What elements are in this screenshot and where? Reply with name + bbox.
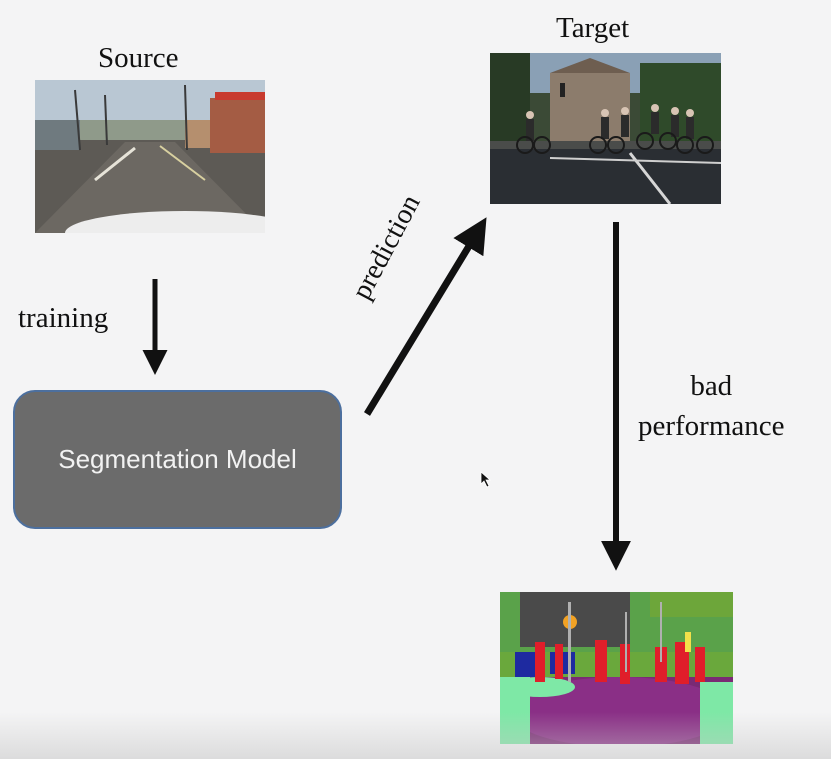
street-cyclists-photo-icon [490, 53, 721, 204]
segmentation-model-label: Segmentation Model [58, 444, 297, 474]
target-title: Target [556, 12, 630, 44]
source-title: Source [98, 42, 179, 74]
bad-performance-label: bad performance [638, 366, 785, 446]
training-label: training [18, 302, 109, 334]
road-photo-icon [35, 80, 265, 233]
target-street-image [490, 53, 721, 204]
segmentation-model-box: Segmentation Model [13, 390, 342, 529]
bad-label-line2: performance [638, 410, 785, 442]
bad-label-line1: bad [690, 370, 733, 402]
prediction-arrow [364, 217, 487, 416]
source-road-image [35, 80, 265, 233]
